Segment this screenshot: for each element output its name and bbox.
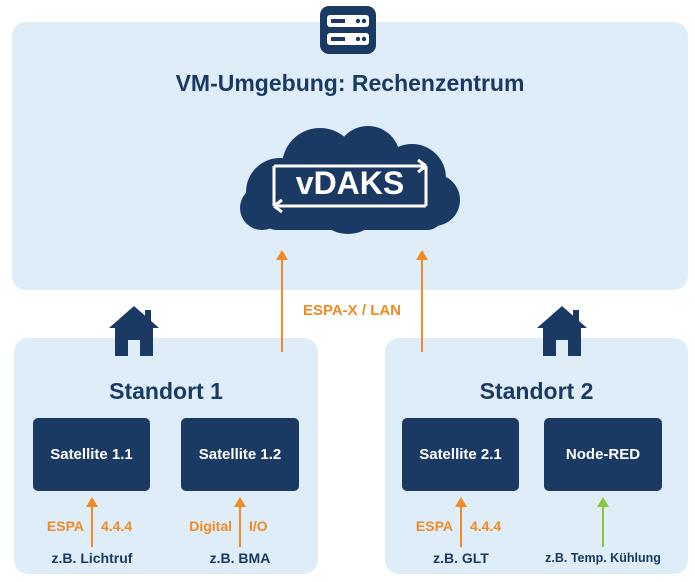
- satellite-name: Satellite 1.1: [50, 446, 133, 463]
- input-arrow: [86, 497, 98, 547]
- protocol-left-label: Digital: [189, 518, 232, 534]
- example-label: z.B. BMA: [209, 550, 271, 566]
- example-label: z.B. Temp. Kühlung: [545, 551, 661, 565]
- satellite-name: Node-RED: [565, 446, 641, 463]
- link-label: ESPA-X / LAN: [302, 302, 402, 319]
- site1-title: Standort 1: [109, 378, 223, 404]
- protocol-right-label: 4.4.4: [470, 518, 502, 534]
- satellite-1-2-box: Satellite 1.2: [181, 418, 299, 491]
- protocol-right-label: I/O: [249, 518, 268, 534]
- uplink-arrow-site2: [416, 250, 428, 352]
- input-arrow: [455, 497, 467, 547]
- uplink-arrow-site1: [276, 250, 288, 352]
- protocol-right-label: 4.4.4: [101, 518, 133, 534]
- input-arrow: [234, 497, 246, 547]
- server-icon: [320, 6, 376, 54]
- node-red-box: Node-RED: [544, 418, 662, 491]
- cloud-icon: [240, 126, 460, 234]
- cloud-label: vDAKS: [295, 165, 405, 201]
- protocol-left-label: ESPA: [46, 518, 84, 534]
- example-label: z.B. Lichtruf: [51, 550, 133, 566]
- protocol-left-label: ESPA: [415, 518, 453, 534]
- satellite-name: Satellite 2.1: [419, 446, 502, 463]
- satellite-name: Satellite 1.2: [198, 446, 282, 463]
- satellite-2-1-box: Satellite 2.1: [402, 418, 519, 491]
- datacenter-title: VM-Umgebung: Rechenzentrum: [175, 70, 525, 96]
- input-arrow-green: [597, 497, 609, 547]
- site2-title: Standort 2: [479, 378, 594, 404]
- example-label: z.B. GLT: [433, 550, 489, 566]
- house-icon: [109, 306, 159, 356]
- house-icon: [537, 306, 587, 356]
- satellite-1-1-box: Satellite 1.1: [33, 418, 150, 491]
